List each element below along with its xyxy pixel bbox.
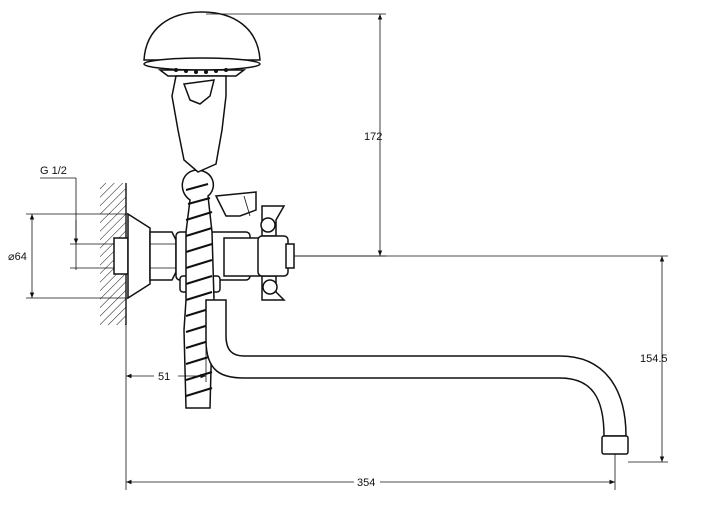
dim-offset: 51 [125, 325, 207, 490]
dim-offset-label: 51 [158, 371, 170, 383]
dim-spout-height: 154.5 [294, 255, 668, 463]
dim-diameter-label: ⌀64 [8, 251, 27, 263]
dim-diameter: ⌀64 [8, 213, 128, 299]
dim-thread: G 1/2 [40, 165, 114, 270]
spout [205, 299, 629, 455]
dim-spout-length: 354 [126, 454, 616, 490]
dim-thread-label: G 1/2 [40, 165, 67, 177]
diverter-lever [214, 191, 257, 217]
shower-hose [181, 169, 215, 409]
valve-handle [257, 205, 295, 301]
dim-shower-height-label: 172 [364, 131, 382, 143]
connection-nut [149, 231, 177, 281]
wall-flange [113, 212, 151, 300]
dim-spout-height-label: 154.5 [640, 353, 668, 365]
dim-spout-length-label: 354 [357, 477, 375, 489]
hand-shower [143, 11, 261, 173]
